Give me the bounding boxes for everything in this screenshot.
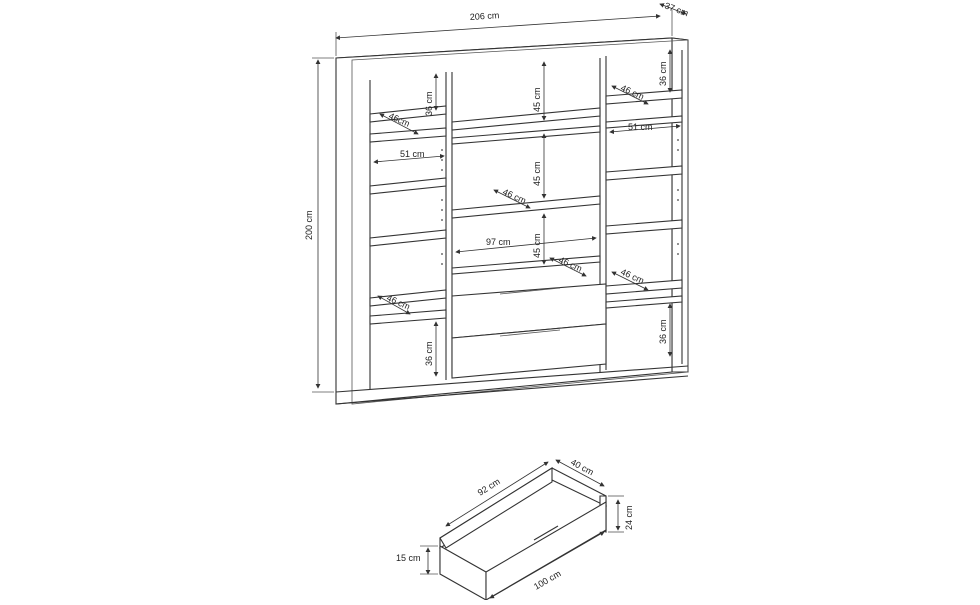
left-bottom-height-label: 36 cm xyxy=(424,341,434,366)
drawer-drawing xyxy=(438,467,608,601)
overall-depth-label: 37 cm xyxy=(663,0,689,18)
center-shelf-width-label: 97 cm xyxy=(486,237,511,247)
wardrobe-side-face xyxy=(671,37,689,373)
center-upper-height-label: 45 cm xyxy=(532,87,542,112)
center-middle-height-label: 45 cm xyxy=(532,161,542,186)
overall-width-label: 206 cm xyxy=(470,10,500,22)
overall-height-label: 200 cm xyxy=(304,210,314,240)
right-bottom-height-label: 36 cm xyxy=(658,319,668,344)
right-top-shelf-height-label: 36 cm xyxy=(658,61,668,86)
drawer-front-height-label: 15 cm xyxy=(396,553,421,563)
left-top-shelf-height-label: 36 cm xyxy=(424,91,434,116)
right-shelf-width-label: 51 cm xyxy=(628,122,653,132)
drawer-back-height-label: 24 cm xyxy=(624,505,634,530)
drawer-lower xyxy=(451,323,607,379)
drawer-inner-depth-label: 92 cm xyxy=(476,476,502,497)
wardrobe-inner-edge xyxy=(351,39,689,405)
left-shelf-width-label: 51 cm xyxy=(400,149,425,159)
center-lower-height-label: 45 cm xyxy=(532,233,542,258)
drawer-width-label: 100 cm xyxy=(532,568,563,591)
right-shelf-pin-holes xyxy=(677,139,679,255)
center-drawers xyxy=(451,283,607,379)
